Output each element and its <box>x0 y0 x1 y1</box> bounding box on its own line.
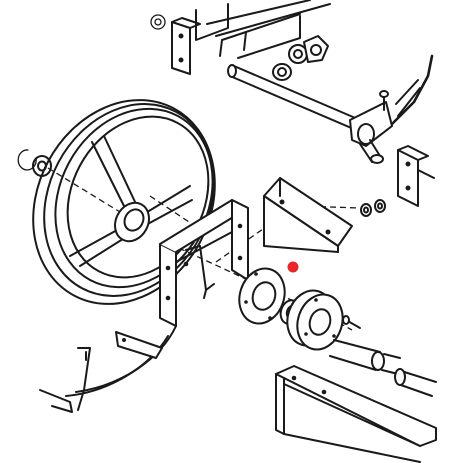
bolt <box>342 315 361 329</box>
top-frame <box>195 0 331 59</box>
u-bracket <box>159 199 249 327</box>
small-washers <box>360 199 386 217</box>
shaft-bracket <box>349 54 434 164</box>
top-left-bracket <box>150 14 201 75</box>
gasket-flange <box>238 267 286 325</box>
wheel-hub <box>114 201 150 243</box>
bearing-flange <box>286 289 344 351</box>
washer-left <box>32 155 52 177</box>
snap-ring-left <box>17 149 37 171</box>
spindle-shaft <box>329 339 437 397</box>
top-shaft <box>227 64 361 131</box>
mount-bracket <box>263 177 353 253</box>
lower-strap <box>39 325 177 413</box>
frame-rail <box>275 365 437 463</box>
top-nuts <box>272 35 329 81</box>
pulley-wheel <box>32 99 216 305</box>
red-marker-dot <box>287 261 299 273</box>
end-bracket <box>397 145 435 207</box>
